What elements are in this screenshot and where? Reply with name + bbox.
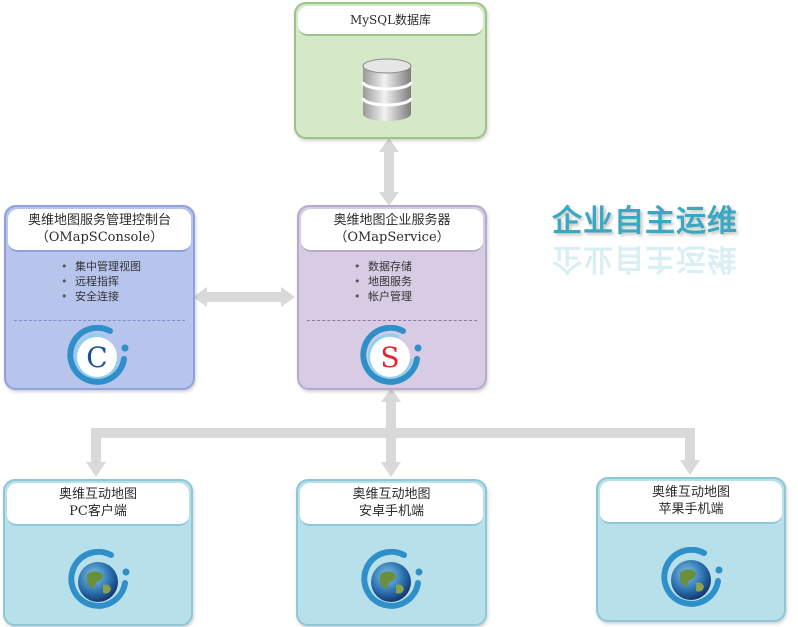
- service-feature: 地图服务: [354, 274, 412, 289]
- client-iphone-box: 奥维互动地图 苹果手机端: [596, 477, 786, 622]
- client-subtitle: 安卓手机端: [358, 504, 424, 519]
- console-feature: 集中管理视图: [61, 259, 141, 274]
- globe-logo-icon: [661, 547, 723, 607]
- service-logo-letter: S: [380, 341, 399, 374]
- globe-logo-icon: [68, 549, 130, 609]
- service-box: 奥维地图企业服务器 （OMapService） 数据存储 地图服务 帐户管理 S: [297, 205, 487, 390]
- service-logo-icon: S: [360, 325, 422, 385]
- headline: 企业自主运维: [552, 204, 738, 239]
- service-feature: 帐户管理: [354, 289, 412, 304]
- headline-reflection: 企业自主运维: [552, 241, 738, 276]
- console-features: 集中管理视图 远程指挥 安全连接: [61, 259, 141, 304]
- db-service-arrow: [379, 138, 399, 206]
- client-pc-box: 奥维互动地图 PC客户端: [3, 479, 193, 626]
- console-logo-letter: C: [86, 341, 107, 374]
- client-title: 奥维互动地图: [352, 487, 431, 502]
- client-title: 奥维互动地图: [651, 485, 730, 500]
- service-subtitle: （OMapService）: [334, 230, 450, 245]
- service-features: 数据存储 地图服务 帐户管理: [354, 259, 412, 304]
- service-feature: 数据存储: [354, 259, 412, 274]
- console-subtitle: （OMapSConsole）: [35, 230, 164, 245]
- client-header: 奥维互动地图 安卓手机端: [300, 483, 483, 526]
- database-cylinder-icon: [361, 58, 413, 121]
- console-service-arrow: [193, 287, 295, 307]
- console-title: 奥维地图服务管理控制台: [27, 213, 171, 228]
- client-android-box: 奥维互动地图 安卓手机端: [296, 479, 487, 626]
- client-title: 奥维互动地图: [58, 487, 137, 502]
- console-box: 奥维地图服务管理控制台 （OMapSConsole） 集中管理视图 远程指挥 安…: [4, 205, 195, 390]
- client-subtitle: 苹果手机端: [658, 502, 724, 517]
- database-title: MySQL数据库: [298, 6, 483, 36]
- console-header: 奥维地图服务管理控制台 （OMapSConsole）: [8, 209, 191, 252]
- client-subtitle: PC客户端: [69, 504, 127, 519]
- console-feature: 远程指挥: [61, 274, 141, 289]
- service-title: 奥维地图企业服务器: [333, 213, 451, 228]
- console-feature: 安全连接: [61, 289, 141, 304]
- console-logo-icon: C: [67, 325, 129, 385]
- client-header: 奥维互动地图 苹果手机端: [600, 481, 782, 524]
- service-header: 奥维地图企业服务器 （OMapService）: [301, 209, 483, 252]
- mysql-database-box: MySQL数据库: [294, 2, 487, 139]
- console-divider: [14, 320, 185, 321]
- globe-logo-icon: [361, 549, 423, 609]
- service-clients-arrows: [86, 388, 700, 477]
- service-divider: [307, 320, 477, 321]
- client-header: 奥维互动地图 PC客户端: [7, 483, 189, 526]
